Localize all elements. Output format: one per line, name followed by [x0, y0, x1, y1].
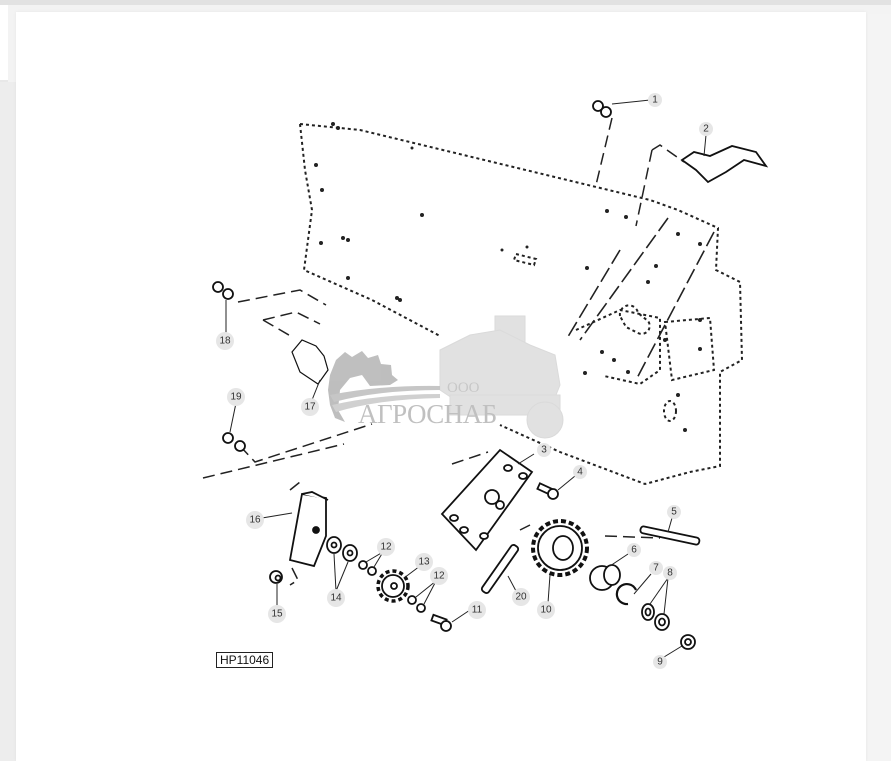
part-3-mounting-plate-icon	[440, 448, 534, 552]
callout-1: 1	[648, 93, 662, 107]
callout-bubble	[227, 388, 245, 406]
callout-16: 16	[246, 511, 264, 529]
watermark-name: АГРОСНАБ	[358, 399, 497, 429]
part-2-bracket-icon	[680, 145, 769, 184]
top-bar	[0, 0, 891, 5]
callout-number: 9	[657, 657, 663, 668]
callout-bubble	[468, 601, 486, 619]
callout-number: 20	[515, 592, 527, 603]
callout-number: 8	[667, 568, 673, 579]
part-12-spacer-icon	[358, 560, 426, 613]
callout-bubble	[268, 605, 286, 623]
callout-leaders	[225, 99, 707, 658]
callout-number: 13	[418, 557, 430, 568]
callout-18: 18	[216, 332, 234, 350]
callout-9: 9	[653, 655, 667, 669]
callout-bubble	[537, 601, 555, 619]
callout-15: 15	[268, 605, 286, 623]
callout-3: 3	[537, 443, 551, 457]
callout-number: 3	[541, 445, 547, 456]
callout-bubble	[377, 538, 395, 556]
callout-number: 19	[230, 392, 242, 403]
callout-bubble	[699, 122, 713, 136]
callout-bubble	[301, 398, 319, 416]
callout-number: 18	[219, 336, 231, 347]
callout-12: 12	[430, 567, 448, 585]
part-9-nut-icon	[680, 634, 696, 650]
part-18-bolt-icon	[212, 281, 234, 300]
part-4-bolt-icon	[536, 482, 559, 500]
side-panel-outline	[299, 123, 744, 486]
part-1-bolt-icon	[592, 100, 612, 118]
callout-20: 20	[512, 588, 530, 606]
assembly-lines	[202, 117, 685, 586]
callout-10: 10	[537, 601, 555, 619]
callout-7: 7	[649, 561, 663, 575]
part-14-washer-icon	[326, 536, 358, 562]
callout-number: 12	[433, 571, 445, 582]
part-11-bolt-icon	[430, 613, 452, 632]
part-17-plate-icon	[291, 339, 329, 385]
callout-17: 17	[301, 398, 319, 416]
watermark-logo: ООО АГРОСНАБ	[328, 315, 564, 439]
callout-number: 15	[271, 609, 283, 620]
part-16-bracket-icon	[288, 491, 329, 568]
callout-bubble	[653, 655, 667, 669]
callout-bubble	[627, 543, 641, 557]
panel-holes	[314, 122, 702, 432]
callout-number: 6	[631, 545, 637, 556]
callout-11: 11	[468, 601, 486, 619]
callout-bubble	[573, 465, 587, 479]
callout-number: 7	[653, 563, 659, 574]
part-13-sprocket-icon	[376, 569, 410, 603]
callout-bubble	[246, 511, 264, 529]
callout-number: 14	[330, 593, 342, 604]
callout-number: 2	[703, 124, 709, 135]
watermark-prefix: ООО	[447, 380, 480, 396]
callout-number: 12	[380, 542, 392, 553]
callout-bubble	[663, 566, 677, 580]
callout-14: 14	[327, 589, 345, 607]
callout-bubble	[648, 93, 662, 107]
callout-bubble	[430, 567, 448, 585]
callout-13: 13	[415, 553, 433, 571]
callout-5: 5	[667, 505, 681, 519]
part-10-sprocket-icon	[531, 519, 589, 577]
callout-bubble	[649, 561, 663, 575]
part-15-nut-icon	[269, 570, 283, 584]
right-gutter	[868, 14, 891, 761]
callout-number: 4	[577, 467, 583, 478]
callout-number: 11	[472, 605, 483, 616]
callout-bubble	[512, 588, 530, 606]
callout-4: 4	[573, 465, 587, 479]
part-20-chain-icon	[480, 544, 520, 594]
callout-bubble	[327, 589, 345, 607]
part-5-chain-icon	[639, 525, 701, 546]
parts	[212, 100, 769, 650]
left-gutter	[0, 82, 16, 761]
callout-bubble	[415, 553, 433, 571]
callout-number: 5	[671, 507, 677, 518]
part-6-bushing-icon	[589, 564, 621, 591]
callout-6: 6	[627, 543, 641, 557]
part-8-washer-icon	[641, 603, 670, 631]
part-7-snap-ring-icon	[615, 583, 638, 606]
left-panel-edge	[0, 5, 8, 82]
callout-12: 12	[377, 538, 395, 556]
callout-number: 1	[652, 95, 658, 106]
callout-8: 8	[663, 566, 677, 580]
callout-number: 10	[540, 605, 552, 616]
callout-number: 17	[304, 402, 316, 413]
drawing-code-label: HP11046	[216, 652, 274, 668]
callout-bubble	[216, 332, 234, 350]
channel-lines	[565, 217, 715, 381]
callout-bubble	[667, 505, 681, 519]
callout-bubble	[537, 443, 551, 457]
callout-19: 19	[227, 388, 245, 406]
callout-number: 16	[249, 515, 261, 526]
callout-2: 2	[699, 122, 713, 136]
part-19-bolt-icon	[222, 432, 246, 452]
